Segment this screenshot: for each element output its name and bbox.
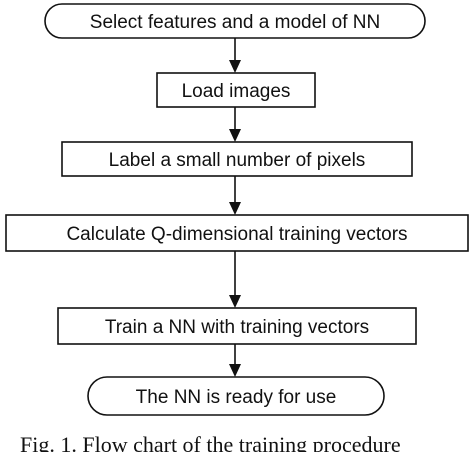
node-start: Select features and a model of NN: [44, 3, 426, 39]
figure-caption: Fig. 1. Flow chart of the training proce…: [20, 432, 401, 452]
start-label: Select features and a model of NN: [90, 12, 380, 33]
node-train: Train a NN with training vectors: [57, 307, 417, 345]
arrowhead-icon: [229, 295, 241, 308]
calc-label: Calculate Q-dimensional training vectors: [66, 224, 407, 245]
train-process-shape: [57, 307, 417, 345]
arrowhead-icon: [229, 129, 241, 142]
arrowhead-icon: [229, 60, 241, 73]
arrowhead-icon: [229, 364, 241, 377]
load-process-shape: [156, 72, 316, 108]
edge-label-calc: [229, 176, 241, 215]
edge-calc-train: [229, 251, 241, 308]
train-label: Train a NN with training vectors: [105, 317, 369, 338]
end-label: The NN is ready for use: [136, 387, 337, 408]
edge-train-end: [229, 344, 241, 377]
end-terminal-shape: [87, 376, 385, 416]
load-label: Load images: [182, 81, 291, 102]
label-label: Label a small number of pixels: [109, 150, 366, 171]
arrowhead-icon: [229, 202, 241, 215]
label-process-shape: [61, 141, 413, 177]
edge-load-label: [229, 107, 241, 142]
node-calc: Calculate Q-dimensional training vectors: [5, 214, 469, 252]
node-load: Load images: [156, 72, 316, 108]
node-label: Label a small number of pixels: [61, 141, 413, 177]
edge-start-load: [229, 38, 241, 73]
calc-process-shape: [5, 214, 469, 252]
node-end: The NN is ready for use: [87, 376, 385, 416]
